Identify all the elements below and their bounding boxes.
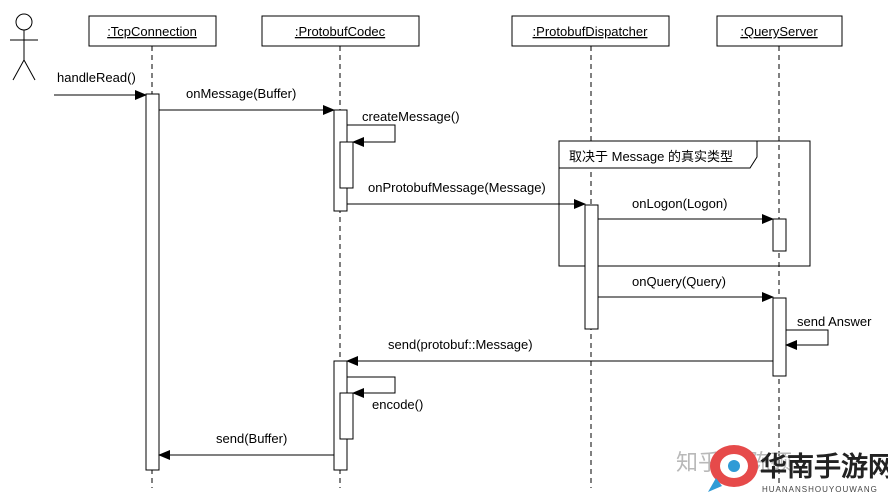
activation-tcp <box>145 93 160 471</box>
participant-tcp-connection: :TcpConnection <box>88 15 217 47</box>
activation-codec-1-nested <box>339 141 354 189</box>
site-logo: 华南手游网 HUANANSHOUYOUWANG <box>708 445 888 494</box>
msg-create-message-label: createMessage() <box>362 109 460 124</box>
msg-send-answer-label: send Answer <box>797 314 872 329</box>
msg-on-query-label: onQuery(Query) <box>632 274 726 289</box>
msg-send-protobuf-label: send(protobuf::Message) <box>388 337 533 352</box>
msg-on-protobuf-message-label: onProtobufMessage(Message) <box>368 180 546 195</box>
activation-codec-2-nested <box>339 392 354 440</box>
activation-dispatcher <box>584 204 599 330</box>
participant-tcp-label: :TcpConnection <box>107 24 197 39</box>
activation-query-1 <box>772 218 787 252</box>
msg-create-message-arrow <box>347 124 396 147</box>
participant-dispatcher-label: :ProtobufDispatcher <box>533 24 649 39</box>
msg-send-buffer-label: send(Buffer) <box>216 431 287 446</box>
participant-query-server: :QueryServer <box>716 15 843 47</box>
logo-main-text: 华南手游网 <box>760 451 888 483</box>
participant-protobuf-dispatcher: :ProtobufDispatcher <box>511 15 670 47</box>
gamepad-icon <box>708 445 758 492</box>
activation-query-2 <box>772 297 787 377</box>
msg-send-answer-arrow <box>785 329 829 350</box>
msg-on-message-label: onMessage(Buffer) <box>186 86 296 101</box>
msg-handle-read-label: handleRead() <box>57 70 136 85</box>
participant-protobuf-codec: :ProtobufCodec <box>261 15 420 47</box>
msg-encode-arrow <box>347 376 396 398</box>
type-fragment: 取决于 Message 的真实类型 <box>558 140 811 267</box>
msg-encode-label: encode() <box>372 397 423 412</box>
participant-codec-label: :ProtobufCodec <box>295 24 386 39</box>
msg-on-logon-label: onLogon(Logon) <box>632 196 727 211</box>
participant-query-label: :QueryServer <box>740 24 818 39</box>
actor-figure <box>10 13 38 81</box>
fragment-label: 取决于 Message 的真实类型 <box>569 149 733 164</box>
logo-sub-text: HUANANSHOUYOUWANG <box>762 485 878 494</box>
